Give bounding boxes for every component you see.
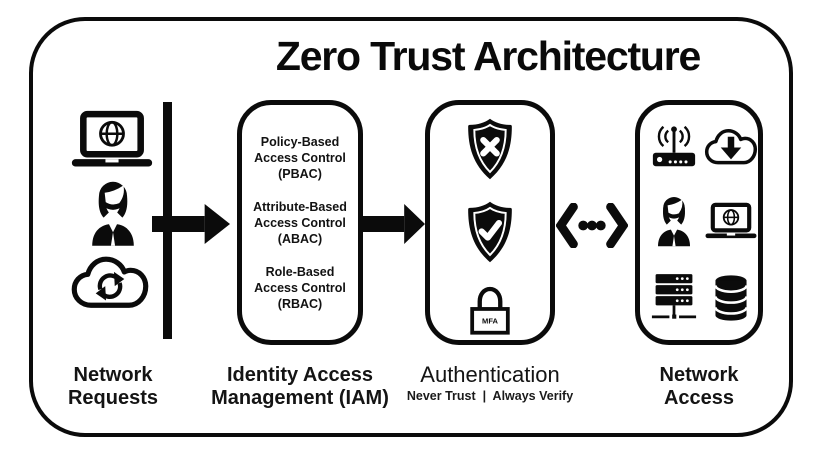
abac-line2: Access Control (254, 215, 346, 230)
bidirectional-dotted-arrow-icon (556, 203, 628, 248)
diagram-title: Zero Trust Architecture (275, 33, 701, 79)
server-icon (651, 273, 697, 323)
pbac-line2: Access Control (254, 150, 346, 165)
abac-line3: (ABAC) (277, 231, 323, 246)
network-access-box (635, 100, 763, 345)
wireless-router-icon (650, 123, 698, 171)
arrow-right-icon (361, 202, 425, 246)
authentication-subtitle: Never Trust | Always Verify (406, 389, 574, 404)
network-access-line1: Network (659, 364, 739, 386)
diagram-border (29, 17, 793, 437)
mfa-lock-icon: MFA (463, 283, 517, 336)
mfa-text: MFA (482, 317, 498, 326)
pbac-line3: (PBAC) (278, 166, 322, 181)
network-requests-label: Network Requests (43, 364, 183, 410)
abac-item: Attribute-Based Access Control (ABAC) (242, 199, 358, 247)
network-access-line2: Access (663, 387, 735, 409)
shield-x-icon (462, 117, 518, 181)
pbac-line1: Policy-Based (260, 134, 340, 149)
abac-line1: Attribute-Based (253, 199, 347, 214)
rbac-line1: Role-Based (265, 264, 335, 279)
user-icon (654, 195, 694, 247)
iam-box: Policy-Based Access Control (PBAC) Attri… (237, 100, 363, 345)
user-icon (87, 180, 139, 246)
arrow-right-icon (152, 202, 230, 246)
iam-label-line1: Identity Access (227, 364, 373, 386)
database-icon (710, 272, 752, 324)
network-requests-line2: Requests (67, 387, 159, 409)
network-access-label: Network Access (629, 364, 769, 410)
authentication-label: Authentication Never Trust | Always Veri… (398, 362, 582, 404)
rbac-line2: Access Control (254, 280, 346, 295)
rbac-item: Role-Based Access Control (RBAC) (242, 264, 358, 312)
authentication-box: MFA (425, 100, 555, 345)
laptop-globe-icon (71, 110, 153, 169)
authentication-title: Authentication (420, 362, 560, 387)
iam-label: Identity Access Management (IAM) (210, 364, 390, 410)
shield-check-icon (462, 200, 518, 264)
laptop-globe-icon (705, 201, 757, 241)
rbac-line3: (RBAC) (277, 296, 323, 311)
cloud-sync-icon (70, 256, 150, 310)
iam-label-line2: Management (IAM) (211, 387, 389, 409)
pbac-item: Policy-Based Access Control (PBAC) (242, 134, 358, 182)
cloud-download-icon (704, 127, 758, 167)
network-requests-line1: Network (73, 364, 153, 386)
